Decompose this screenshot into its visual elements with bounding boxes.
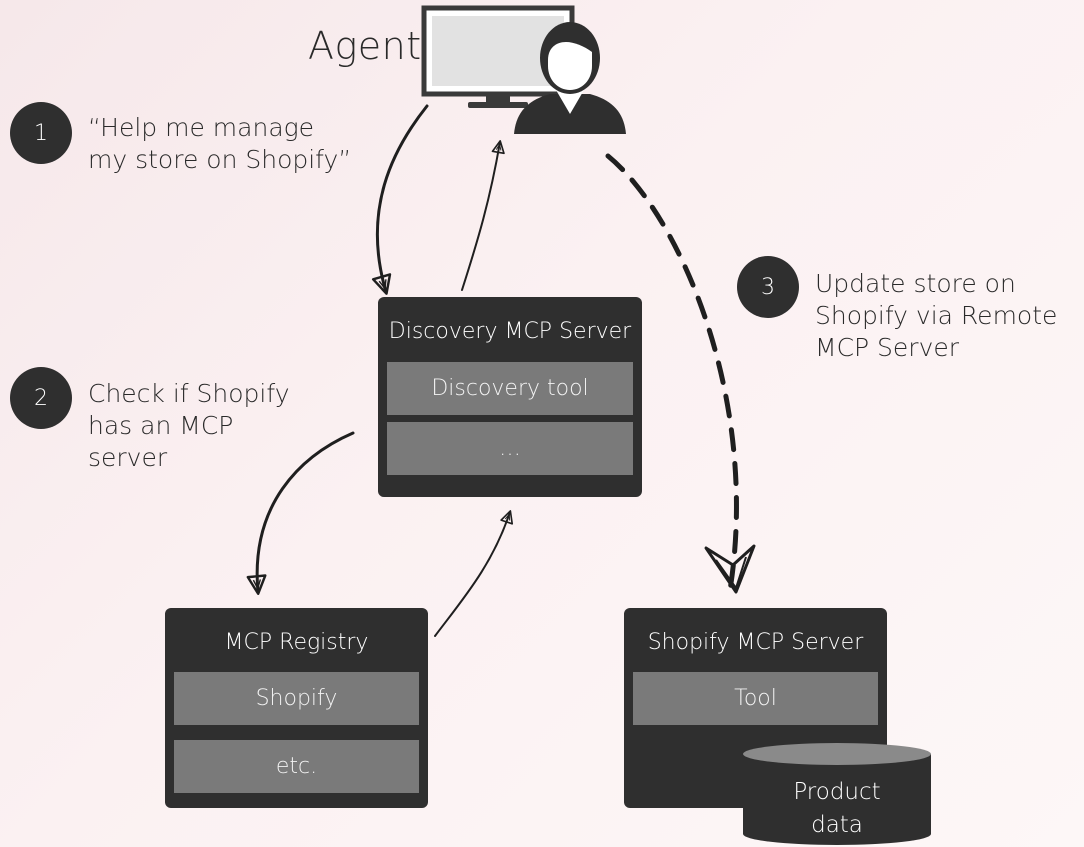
step-1-line-2: my store on Shopify”	[88, 145, 352, 174]
database-icon: Product data	[741, 740, 933, 846]
step-2-line-1: Check if Shopify	[88, 379, 290, 408]
arrow-discovery-to-registry	[246, 431, 355, 595]
arrow-agent-to-shopify-head	[704, 544, 756, 594]
shopify-server-title: Shopify MCP Server	[647, 630, 864, 655]
discovery-tool-slot: Discovery tool	[387, 362, 633, 415]
database-line-1: Product	[793, 779, 881, 805]
step-3-line-1: Update store on	[815, 269, 1016, 298]
arrow-agent-to-shopify	[605, 153, 739, 593]
step-2-text: Check if Shopify has an MCP server	[88, 378, 290, 474]
registry-title: MCP Registry	[224, 630, 369, 655]
step-1-text: “Help me manage my store on Shopify”	[88, 112, 351, 176]
discovery-server-title: Discovery MCP Server	[388, 319, 632, 344]
mcp-registry-box: MCP Registry Shopify etc.	[165, 608, 428, 808]
step-3-badge: 3	[737, 256, 799, 318]
shopify-tool-slot: Tool	[633, 672, 878, 725]
database-line-2: data	[811, 812, 863, 838]
arrow-registry-to-discovery	[434, 510, 514, 637]
registry-shopify-slot: Shopify	[174, 672, 419, 725]
step-2-badge: 2	[10, 367, 72, 429]
step-3-text: Update store on Shopify via Remote MCP S…	[815, 268, 1057, 364]
step-1-number: 1	[34, 120, 48, 146]
registry-etc-slot: etc.	[174, 740, 419, 793]
arrow-agent-to-discovery	[371, 104, 429, 295]
step-3-line-2: Shopify via Remote	[815, 301, 1058, 330]
step-1-badge: 1	[10, 102, 72, 164]
person-icon	[514, 22, 626, 134]
step-1-line-1: “Help me manage	[88, 113, 315, 142]
step-2-line-3: server	[88, 443, 168, 472]
step-2-line-2: has an MCP	[88, 411, 234, 440]
database-label: Product data	[741, 776, 933, 842]
step-3-number: 3	[761, 274, 775, 300]
agent-label: Agent	[308, 24, 422, 68]
discovery-mcp-server-box: Discovery MCP Server Discovery tool …	[378, 297, 642, 497]
step-3-line-3: MCP Server	[815, 333, 960, 362]
step-2-number: 2	[34, 385, 48, 411]
discovery-more-slot: …	[387, 422, 633, 475]
arrow-discovery-to-agent	[461, 140, 505, 291]
